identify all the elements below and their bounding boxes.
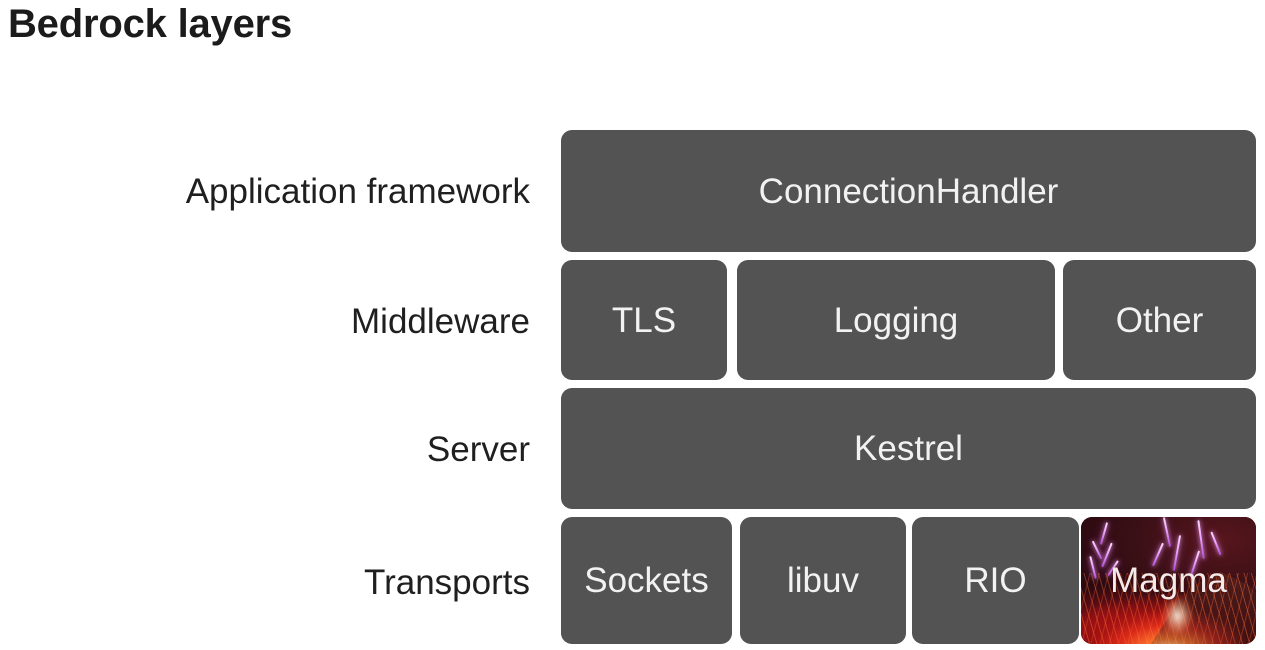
box-label-tls: TLS — [611, 300, 677, 340]
layer-row-server: Server Kestrel — [0, 388, 1265, 509]
box-label-rio: RIO — [964, 561, 1027, 600]
box-rio[interactable]: RIO — [912, 517, 1079, 644]
box-label-connection-handler: ConnectionHandler — [758, 171, 1059, 211]
box-label-magma: Magma — [1110, 561, 1227, 600]
box-magma[interactable]: Magma — [1081, 517, 1256, 644]
box-logging[interactable]: Logging — [737, 260, 1055, 380]
box-libuv[interactable]: libuv — [740, 517, 906, 644]
layer-boxes-application-framework: ConnectionHandler — [561, 130, 1256, 252]
layer-label-transports: Transports — [364, 563, 530, 602]
layer-label-middleware: Middleware — [351, 302, 530, 341]
layer-row-transports: Transports Sockets libuv RIO — [0, 517, 1265, 644]
box-label-other: Other — [1115, 300, 1204, 340]
box-tls[interactable]: TLS — [561, 260, 727, 380]
box-sockets[interactable]: Sockets — [561, 517, 732, 644]
box-label-kestrel: Kestrel — [854, 429, 963, 468]
volcano-eruption-image — [1081, 517, 1256, 644]
box-label-libuv: libuv — [787, 561, 859, 600]
layer-boxes-middleware: TLS Logging Other — [561, 260, 1256, 380]
box-kestrel[interactable]: Kestrel — [561, 388, 1256, 509]
box-label-sockets: Sockets — [584, 561, 709, 600]
eruption-plume — [1158, 585, 1197, 637]
bedrock-layers-diagram: Application framework ConnectionHandler … — [0, 130, 1265, 646]
layer-row-middleware: Middleware TLS Logging Other — [0, 260, 1265, 380]
box-label-logging: Logging — [833, 300, 959, 340]
layer-boxes-server: Kestrel — [561, 388, 1256, 509]
layer-row-application-framework: Application framework ConnectionHandler — [0, 130, 1265, 252]
page-title: Bedrock layers — [8, 2, 293, 46]
box-other[interactable]: Other — [1063, 260, 1256, 380]
layer-label-server: Server — [426, 430, 530, 469]
layer-boxes-transports: Sockets libuv RIO — [561, 517, 1256, 644]
layer-label-application-framework: Application framework — [185, 172, 530, 211]
box-connection-handler[interactable]: ConnectionHandler — [561, 130, 1256, 252]
